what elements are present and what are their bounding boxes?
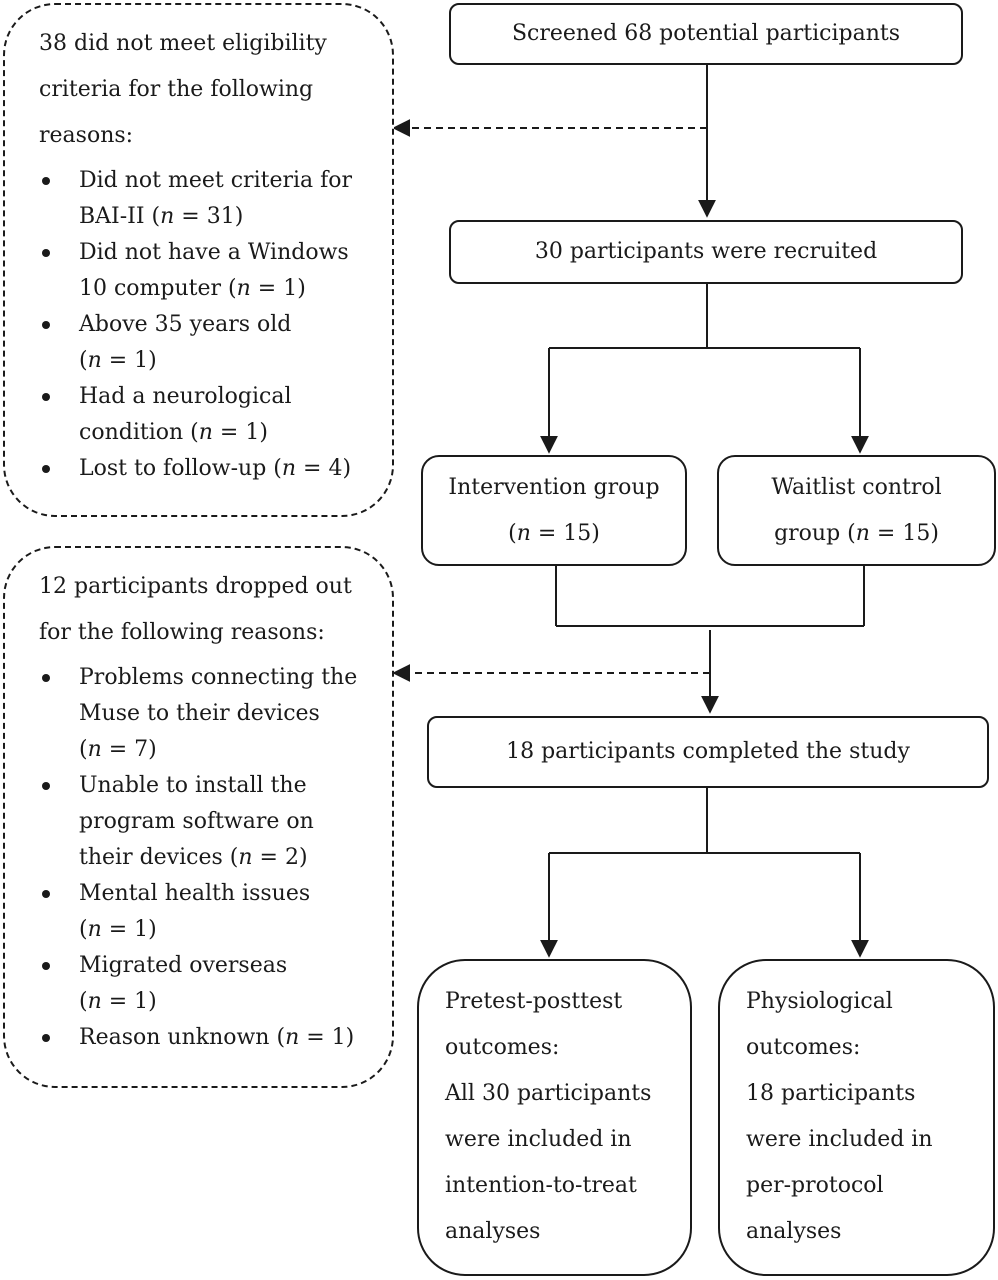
- recruited-box: 30 participants were recruited: [449, 220, 963, 284]
- pretest-line: outcomes:: [445, 1035, 560, 1060]
- eligibility-reason: Had a neurological condition (n = 1): [39, 379, 392, 451]
- eligibility-reason: Above 35 years old (n = 1): [39, 307, 392, 379]
- eligibility-exclusion-box: 38 did not meet eligibility criteria for…: [3, 3, 394, 517]
- eligibility-header-line: criteria for the following: [39, 77, 314, 102]
- physiological-outcomes-box: Physiological outcomes: 18 participants …: [718, 959, 995, 1276]
- pretest-line: Pretest-posttest: [445, 989, 623, 1014]
- physiological-line: analyses: [746, 1219, 842, 1244]
- pretest-outcomes-box: Pretest-posttest outcomes: All 30 partic…: [417, 959, 692, 1276]
- dropout-header-line: for the following reasons:: [39, 620, 325, 645]
- screened-label: Screened 68 potential participants: [511, 21, 901, 46]
- completed-label: 18 participants completed the study: [506, 739, 910, 764]
- dropout-reason: Unable to install the program software o…: [39, 768, 392, 876]
- eligibility-reason: Did not have a Windows 10 computer (n = …: [39, 235, 392, 307]
- dropout-reasons-box: 12 participants dropped out for the foll…: [3, 546, 394, 1088]
- physiological-line: Physiological: [746, 989, 893, 1014]
- screened-box: Screened 68 potential participants: [449, 3, 963, 65]
- eligibility-reason: Did not meet criteria for BAI-II (n = 31…: [39, 163, 392, 235]
- physiological-line: were included in: [746, 1127, 933, 1152]
- eligibility-header-line: 38 did not meet eligibility: [39, 31, 327, 56]
- physiological-line: 18 participants: [746, 1081, 916, 1106]
- waitlist-group-box: Waitlist control group (n = 15): [717, 455, 996, 566]
- physiological-line: outcomes:: [746, 1035, 861, 1060]
- dropout-reason: Mental health issues (n = 1): [39, 876, 392, 948]
- recruited-label: 30 participants were recruited: [534, 239, 878, 264]
- dropout-reason: Reason unknown (n = 1): [39, 1020, 392, 1056]
- dropout-reason-list: Problems connecting the Muse to their de…: [39, 660, 392, 1056]
- waitlist-count: group (n = 15): [774, 520, 939, 546]
- physiological-line: per-protocol: [746, 1173, 884, 1198]
- intervention-count: (n = 15): [508, 520, 600, 546]
- dropout-header-line: 12 participants dropped out: [39, 574, 352, 599]
- eligibility-reason: Lost to follow-up (n = 4): [39, 451, 392, 487]
- pretest-line: were included in: [445, 1127, 632, 1152]
- completed-box: 18 participants completed the study: [427, 716, 989, 788]
- dropout-reason: Migrated overseas (n = 1): [39, 948, 392, 1020]
- pretest-line: All 30 participants: [445, 1081, 652, 1106]
- pretest-line: analyses: [445, 1219, 541, 1244]
- dropout-reason: Problems connecting the Muse to their de…: [39, 660, 392, 768]
- eligibility-reason-list: Did not meet criteria for BAI-II (n = 31…: [39, 163, 392, 487]
- waitlist-label: Waitlist control: [771, 474, 942, 500]
- eligibility-header-line: reasons:: [39, 123, 134, 148]
- intervention-label: Intervention group: [448, 474, 660, 500]
- intervention-group-box: Intervention group (n = 15): [421, 455, 687, 566]
- pretest-line: intention-to-treat: [445, 1173, 637, 1198]
